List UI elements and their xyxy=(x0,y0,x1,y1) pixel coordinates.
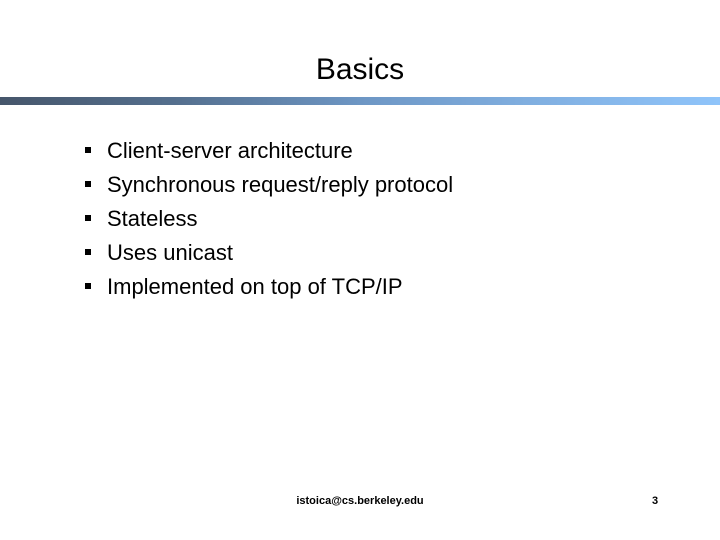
page-title: Basics xyxy=(315,53,405,86)
square-bullet-icon xyxy=(85,147,91,153)
square-bullet-icon xyxy=(85,249,91,255)
list-item-label: Uses unicast xyxy=(107,240,233,265)
footer-email: istoica@cs.berkeley.edu xyxy=(296,495,424,507)
title-divider-rule xyxy=(0,97,720,105)
list-item: Implemented on top of TCP/IP xyxy=(78,270,678,304)
page-number: 3 xyxy=(651,495,659,507)
list-item: Synchronous request/reply protocol xyxy=(78,168,678,202)
list-item-label: Client-server architecture xyxy=(107,138,353,163)
list-item-label: Stateless xyxy=(107,206,198,231)
list-item-label: Implemented on top of TCP/IP xyxy=(107,274,403,299)
list-item: Uses unicast xyxy=(78,236,678,270)
list-item: Stateless xyxy=(78,202,678,236)
square-bullet-icon xyxy=(85,283,91,289)
bullet-list: Client-server architecture Synchronous r… xyxy=(78,134,678,304)
square-bullet-icon xyxy=(85,181,91,187)
square-bullet-icon xyxy=(85,215,91,221)
list-item-label: Synchronous request/reply protocol xyxy=(107,172,454,197)
list-item: Client-server architecture xyxy=(78,134,678,168)
